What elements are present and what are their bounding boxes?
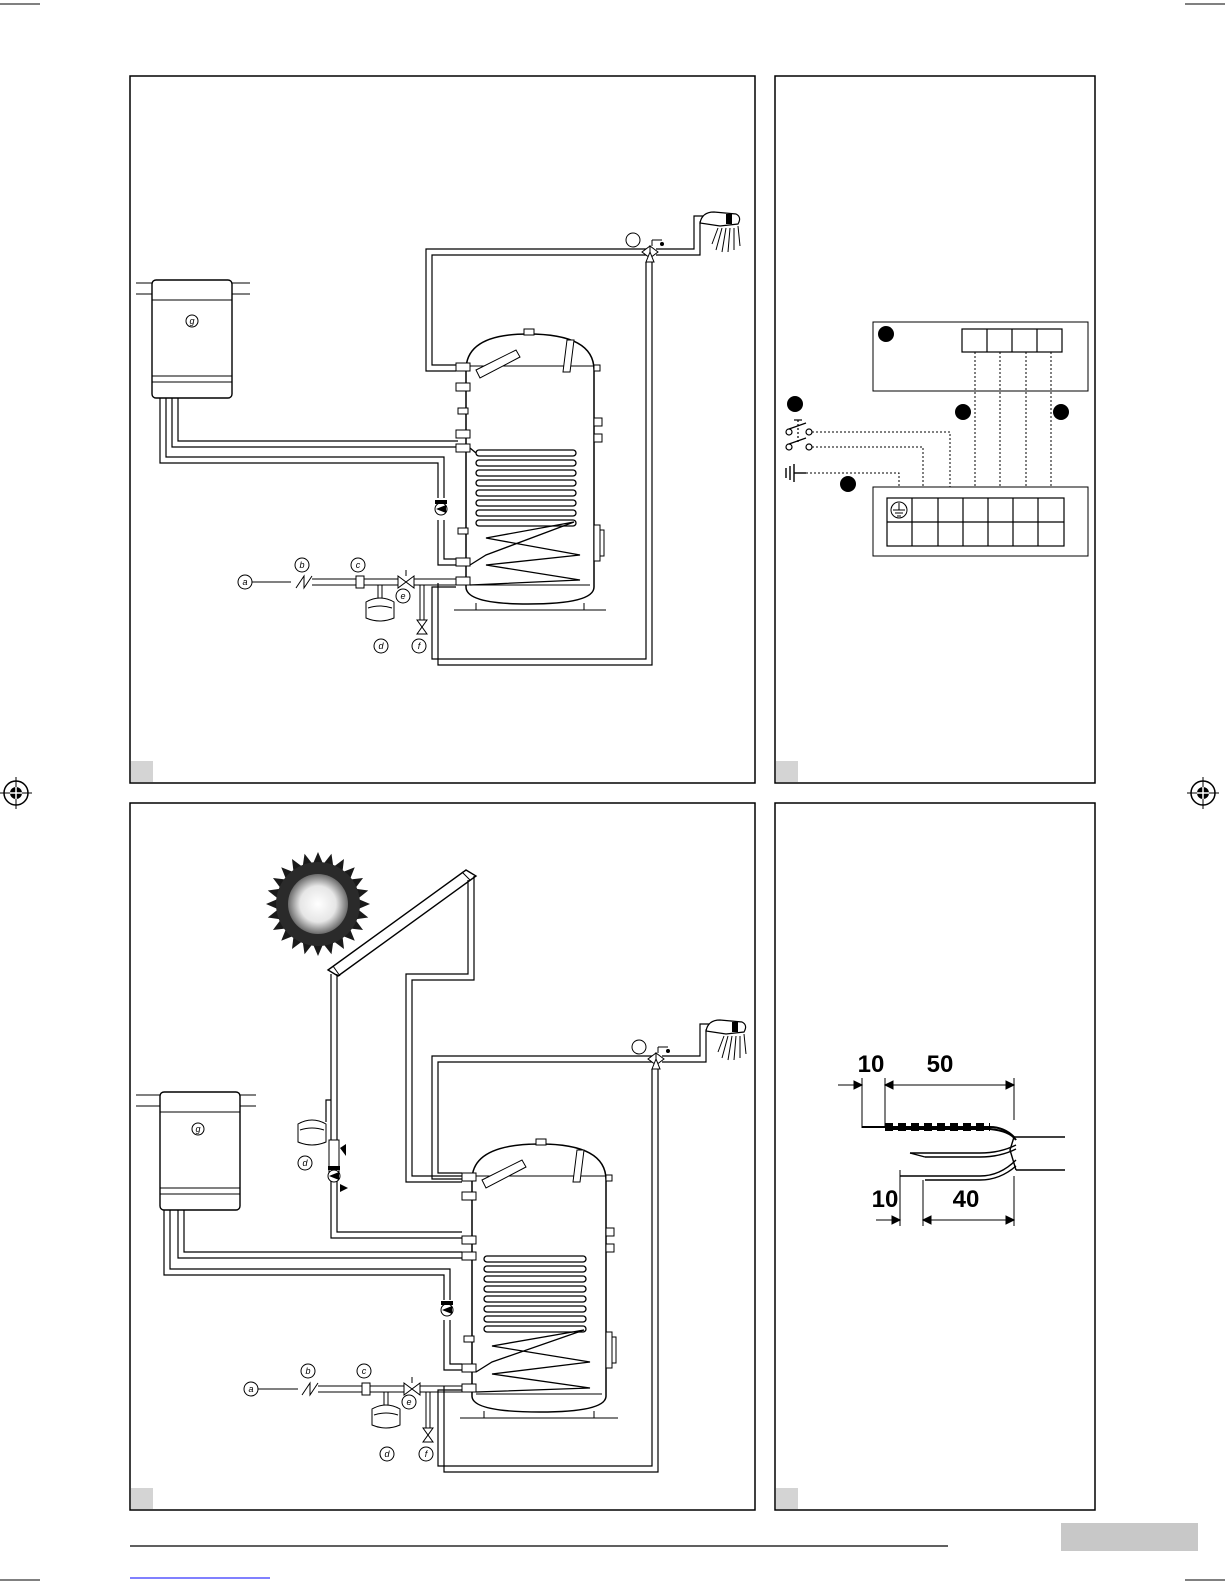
boiler-pipes [164,1210,462,1370]
boiler-unit: g [136,280,250,398]
control-unit-box [873,322,1088,391]
panel-number-box [131,761,153,782]
marker-dot [840,476,856,492]
panel-number-box [776,1488,798,1509]
label-g-solar: g [195,1124,200,1134]
storage-tank [460,1139,618,1418]
label-c-solar: c [362,1366,367,1376]
panel-solar-system: d g [130,803,755,1510]
boiler-unit: g [136,1092,256,1210]
earth-icon [786,464,806,482]
panel-cable-strip: 10 50 10 40 [775,803,1095,1510]
label-e-solar: e [406,1397,411,1407]
registration-mark-left [0,777,32,809]
dim-outer-strip: 50 [927,1051,954,1078]
cold-water-inlet [249,570,456,634]
valve-marker-circle [632,1040,646,1054]
mixing-valve [632,1040,670,1069]
marker-dot [1053,404,1069,420]
valve-marker-circle [626,233,640,247]
label-g: g [189,316,194,326]
mixing-valve [626,233,664,262]
shower-icon [706,1020,746,1060]
switch-icon [786,420,812,450]
marker-dot [878,326,894,342]
cold-water-inlet [256,1377,462,1442]
solar-expansion-vessel: d [298,1120,326,1170]
label-e: e [400,591,405,601]
panel-wiring [775,76,1095,783]
label-b: b [299,560,304,570]
panel-boiler-system: g [130,76,755,783]
panel-number-box [776,761,798,782]
earth-terminal-icon [891,502,907,518]
boiler-pipes [160,398,458,565]
label-b-solar: b [305,1366,310,1376]
label-c: c [356,560,361,570]
dim-inner-offset: 10 [872,1186,899,1213]
label-a-solar: a [248,1384,253,1394]
page-number-bar [1061,1523,1198,1551]
marker-dot [955,404,971,420]
marker-dot [787,396,803,412]
component-labels: a b c d e f [244,1364,433,1461]
cable-drawing [862,1127,1065,1180]
sun-icon [266,852,370,956]
dim-inner-strip: 40 [953,1186,980,1213]
dim-outer-offset: 10 [858,1051,885,1078]
component-labels: a b c d e f [238,558,426,653]
shower-icon [700,212,740,252]
panel-number-box [131,1488,153,1509]
storage-tank [454,329,606,610]
label-a: a [242,577,247,587]
circulation-pump [441,1301,453,1316]
registration-mark-right [1187,777,1219,809]
circulation-pump [435,500,447,515]
